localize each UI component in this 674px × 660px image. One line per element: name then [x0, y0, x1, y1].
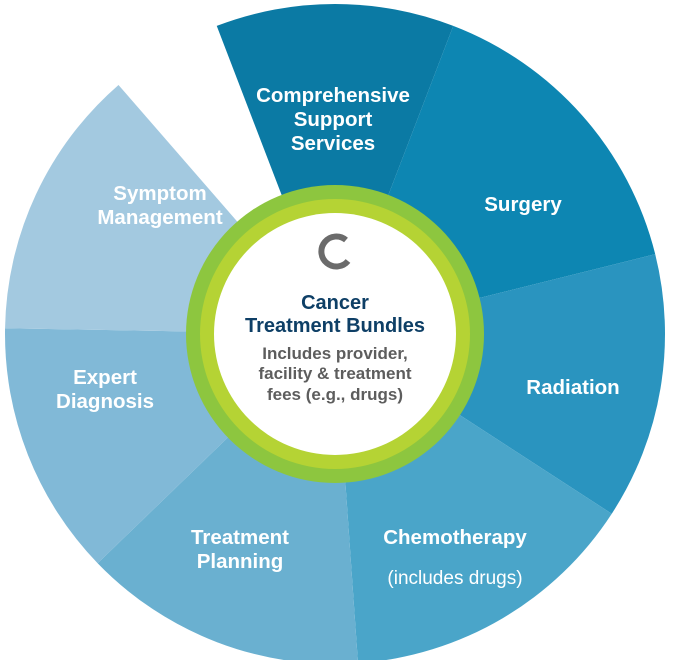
center-subtitle: Includes provider, facility & treatment … [258, 344, 412, 404]
center-circle [214, 213, 456, 455]
seg-label-radiation: Radiation [526, 376, 620, 400]
seg-label-surgery: Surgery [484, 193, 562, 217]
seg-label-symptom-management: Symptom Management [97, 182, 223, 229]
seg-label-chemotherapy: Chemotherapy (includes drugs) [383, 526, 527, 590]
seg-label-treatment-planning: Treatment Planning [191, 526, 289, 573]
c-arc-logo-icon [318, 233, 351, 270]
seg-support [216, 4, 454, 334]
center-title: Cancer Treatment Bundles [244, 292, 426, 337]
center-panel: Cancer Treatment Bundles Includes provid… [217, 216, 453, 452]
seg-label-expert-diagnosis: Expert Diagnosis [56, 366, 154, 413]
seg-label-support: Comprehensive Support Services [256, 84, 410, 155]
